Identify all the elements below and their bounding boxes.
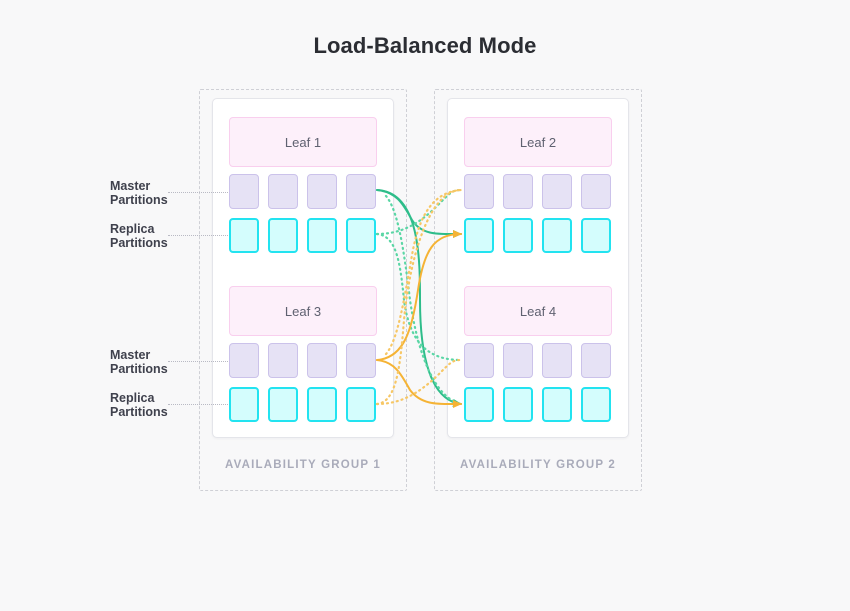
leaf2-replica-partition-2[interactable]	[503, 218, 533, 253]
leaf4-replica-partition-3[interactable]	[542, 387, 572, 422]
leaf-label-4: Leaf 4	[519, 303, 557, 319]
leaf2-replica-partition-3[interactable]	[542, 218, 572, 253]
leaf2-master-partition-2[interactable]	[503, 174, 533, 209]
leaf1-replica-partition-3[interactable]	[307, 218, 337, 253]
leaf-box-3[interactable]: Leaf 3	[229, 286, 377, 336]
leaf-box-1[interactable]: Leaf 1	[229, 117, 377, 167]
leaf4-replica-partition-1[interactable]	[464, 387, 494, 422]
leaf4-replica-partition-2[interactable]	[503, 387, 533, 422]
leaf3-replica-partition-3[interactable]	[307, 387, 337, 422]
leaf4-master-partition-4[interactable]	[581, 343, 611, 378]
label-replica-line1-b: Replica	[110, 391, 155, 405]
page-title: Load-Balanced Mode	[313, 33, 537, 58]
label-master-line1-b: Master	[110, 348, 151, 362]
availability-group-1-caption: AVAILABILITY GROUP 1	[224, 459, 382, 471]
label-replica-line2-b: Partitions	[110, 405, 168, 419]
leaf3-master-partition-1[interactable]	[229, 343, 259, 378]
leaf-label-3: Leaf 3	[284, 303, 322, 319]
leaf1-master-partition-2[interactable]	[268, 174, 298, 209]
leaf1-replica-partition-1[interactable]	[229, 218, 259, 253]
leaf4-master-partition-3[interactable]	[542, 343, 572, 378]
leaf2-master-partition-4[interactable]	[581, 174, 611, 209]
leaf-label-1: Leaf 1	[284, 134, 322, 150]
leaf1-replica-partition-2[interactable]	[268, 218, 298, 253]
leaf1-master-partition-4[interactable]	[346, 174, 376, 209]
leader-line-replica-top	[168, 235, 228, 236]
label-master-partitions-top: Master Partitions	[110, 179, 200, 207]
leaf2-replica-partition-4[interactable]	[581, 218, 611, 253]
leaf1-replica-partition-4[interactable]	[346, 218, 376, 253]
leaf2-master-partition-1[interactable]	[464, 174, 494, 209]
leaf3-master-partition-2[interactable]	[268, 343, 298, 378]
label-master-line1: Master	[110, 179, 151, 193]
label-replica-line1: Replica	[110, 222, 155, 236]
leader-line-master-bottom	[168, 361, 228, 362]
leaf-box-2[interactable]: Leaf 2	[464, 117, 612, 167]
leaf4-master-partition-1[interactable]	[464, 343, 494, 378]
leaf3-master-partition-3[interactable]	[307, 343, 337, 378]
label-master-line2-b: Partitions	[110, 362, 168, 376]
leaf3-master-partition-4[interactable]	[346, 343, 376, 378]
leaf3-replica-partition-4[interactable]	[346, 387, 376, 422]
leaf1-master-partition-1[interactable]	[229, 174, 259, 209]
leader-line-master-top	[168, 192, 228, 193]
label-master-partitions-bottom: Master Partitions	[110, 348, 200, 376]
availability-group-2-caption: AVAILABILITY GROUP 2	[459, 459, 617, 471]
leaf4-replica-partition-4[interactable]	[581, 387, 611, 422]
label-replica-partitions-bottom: Replica Partitions	[110, 391, 200, 419]
label-master-line2: Partitions	[110, 193, 168, 207]
leaf1-master-partition-3[interactable]	[307, 174, 337, 209]
leaf-box-4[interactable]: Leaf 4	[464, 286, 612, 336]
leaf-label-2: Leaf 2	[519, 134, 557, 150]
leader-line-replica-bottom	[168, 404, 228, 405]
leaf4-master-partition-2[interactable]	[503, 343, 533, 378]
leaf3-replica-partition-2[interactable]	[268, 387, 298, 422]
leaf3-replica-partition-1[interactable]	[229, 387, 259, 422]
label-replica-partitions-top: Replica Partitions	[110, 222, 200, 250]
label-replica-line2: Partitions	[110, 236, 168, 250]
leaf2-replica-partition-1[interactable]	[464, 218, 494, 253]
leaf2-master-partition-3[interactable]	[542, 174, 572, 209]
